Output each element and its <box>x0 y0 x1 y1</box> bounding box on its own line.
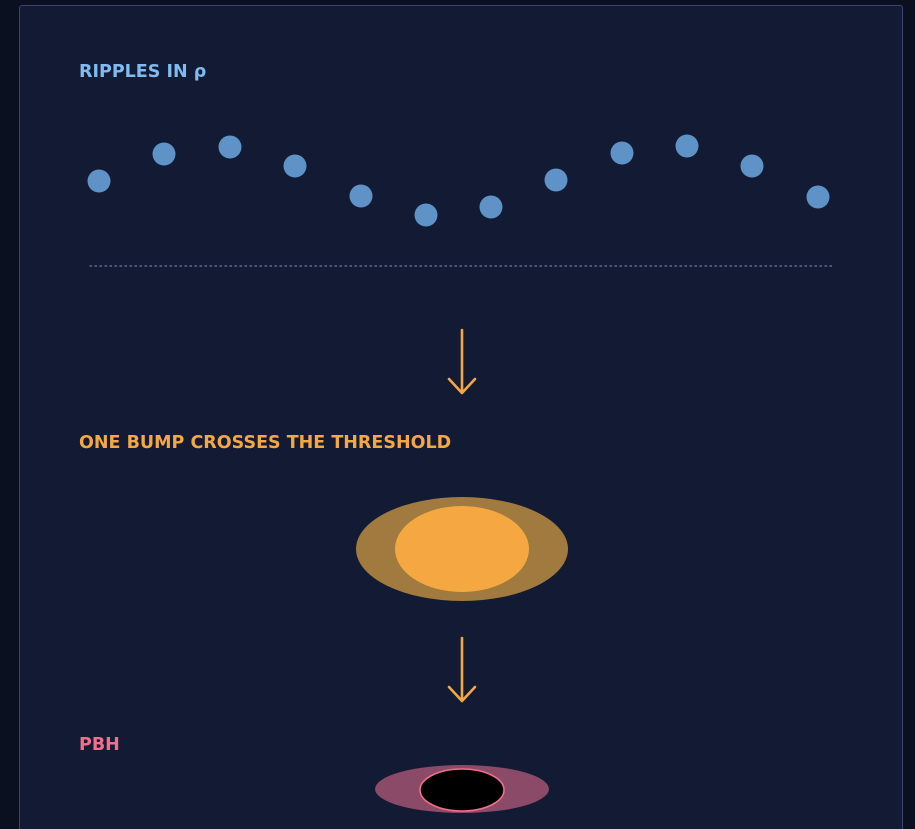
ripple-dot <box>87 169 111 193</box>
ripple-dot <box>610 141 634 165</box>
ripples-label: RIPPLES IN ρ <box>79 62 207 82</box>
ripple-dot <box>479 195 503 219</box>
ripple-dot <box>283 154 307 178</box>
ripple-dot <box>544 168 568 192</box>
threshold-label: ONE BUMP CROSSES THE THRESHOLD <box>79 433 452 453</box>
pbh-label: PBH <box>79 735 120 755</box>
ripple-dot <box>349 184 373 208</box>
bump-core <box>395 506 529 592</box>
ripple-dot <box>218 135 242 159</box>
ripple-dot <box>414 203 438 227</box>
ripple-dot <box>740 154 764 178</box>
pbh-horizon <box>419 768 505 812</box>
ripple-dot <box>152 142 176 166</box>
ripple-dot <box>806 185 830 209</box>
ripple-dots <box>87 134 830 227</box>
ripple-dot <box>675 134 699 158</box>
down-arrow-icon <box>447 636 477 703</box>
down-arrow-icon <box>447 328 477 395</box>
